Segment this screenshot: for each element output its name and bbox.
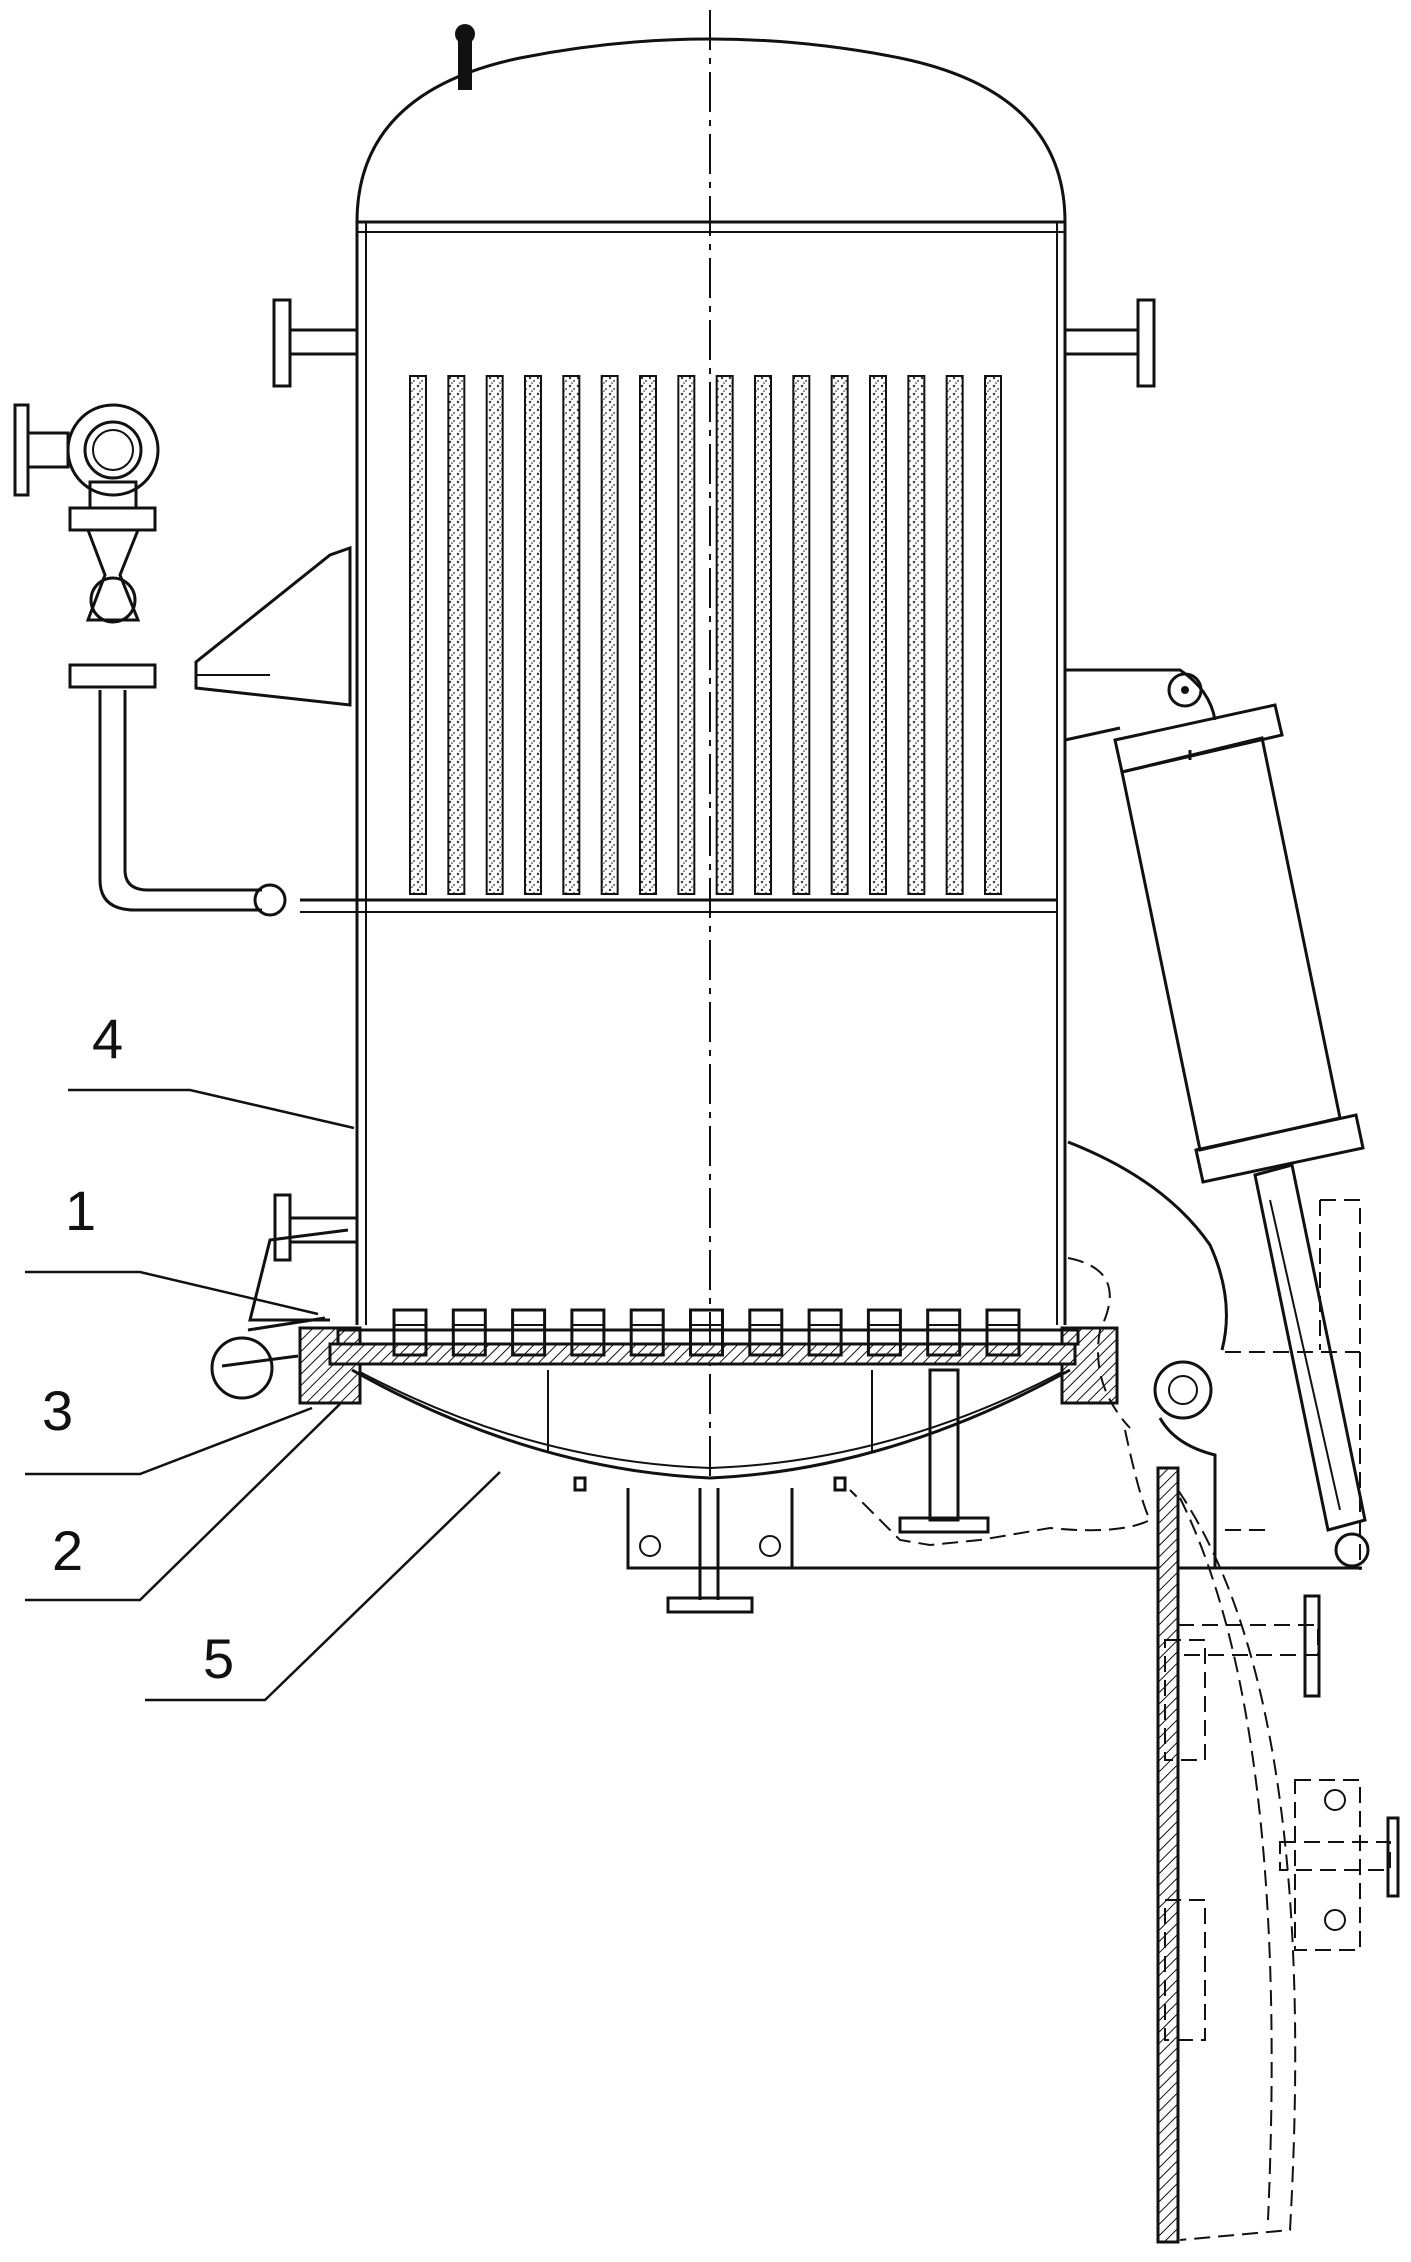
left-support-bracket — [194, 545, 352, 707]
filter-tube — [715, 375, 734, 895]
tube-plate-nozzle — [629, 1308, 665, 1357]
filter-tube — [409, 375, 427, 895]
filter-tube — [869, 375, 887, 895]
valve-body — [89, 576, 137, 624]
right-upper-nozzle — [1063, 298, 1156, 388]
swing-cover — [1156, 1466, 1400, 2244]
tube-plate — [336, 1328, 1080, 1346]
tube-plate-nozzle — [451, 1308, 487, 1357]
top-dome-head — [355, 37, 1067, 223]
tube-plate-nozzle — [985, 1308, 1021, 1357]
filter-tube — [485, 375, 504, 895]
filter-tube — [907, 375, 926, 895]
filter-tube — [524, 375, 542, 895]
filter-tube — [945, 375, 964, 895]
filter-tube — [754, 375, 772, 895]
part-label-1: 1 — [65, 1179, 96, 1242]
filter-tube — [447, 375, 466, 895]
part-label-2: 2 — [52, 1519, 83, 1582]
filter-tube — [984, 375, 1002, 895]
top-vent — [458, 30, 472, 90]
tube-plate-nozzle — [570, 1308, 606, 1357]
filter-tube — [677, 375, 696, 895]
bottom-support-base — [626, 1488, 1362, 1614]
inlet-piping — [13, 403, 287, 917]
tube-plate-nozzle — [807, 1308, 843, 1357]
bottom-dish-head-inner — [359, 1371, 1063, 1470]
filter-tube — [600, 375, 619, 895]
vent-knob — [455, 24, 475, 44]
hydraulic-cylinder — [1113, 672, 1370, 1568]
leader-line-3 — [25, 1406, 313, 1476]
drain-lever — [210, 1193, 359, 1400]
tube-plate-nozzles — [392, 1308, 1021, 1357]
leader-line-5 — [145, 1471, 501, 1702]
leader-line-4 — [68, 1088, 355, 1130]
part-label-5: 5 — [203, 1627, 234, 1690]
filter-tube — [792, 375, 811, 895]
left-upper-nozzle — [272, 298, 359, 388]
bottom-dish-head — [351, 1368, 1071, 1480]
filter-tube-bundle — [409, 375, 1002, 895]
tube-plate-nozzle — [392, 1308, 428, 1357]
tube-plate-nozzle — [866, 1308, 902, 1357]
filter-tube — [639, 375, 657, 895]
tube-plate-nozzle — [926, 1308, 962, 1357]
part-label-3: 3 — [42, 1379, 73, 1442]
part-label-4: 4 — [92, 1007, 123, 1070]
filter-tube — [562, 375, 581, 895]
leader-line-2 — [25, 1403, 341, 1602]
leader-line-1 — [25, 1270, 319, 1316]
bottom-drain — [573, 1368, 990, 1534]
tube-plate-nozzle — [748, 1308, 784, 1357]
filter-tube — [830, 375, 849, 895]
tube-plate-nozzle — [511, 1308, 547, 1357]
tube-plate-nozzle — [689, 1308, 724, 1357]
right-hinge-arm — [849, 668, 1361, 1570]
